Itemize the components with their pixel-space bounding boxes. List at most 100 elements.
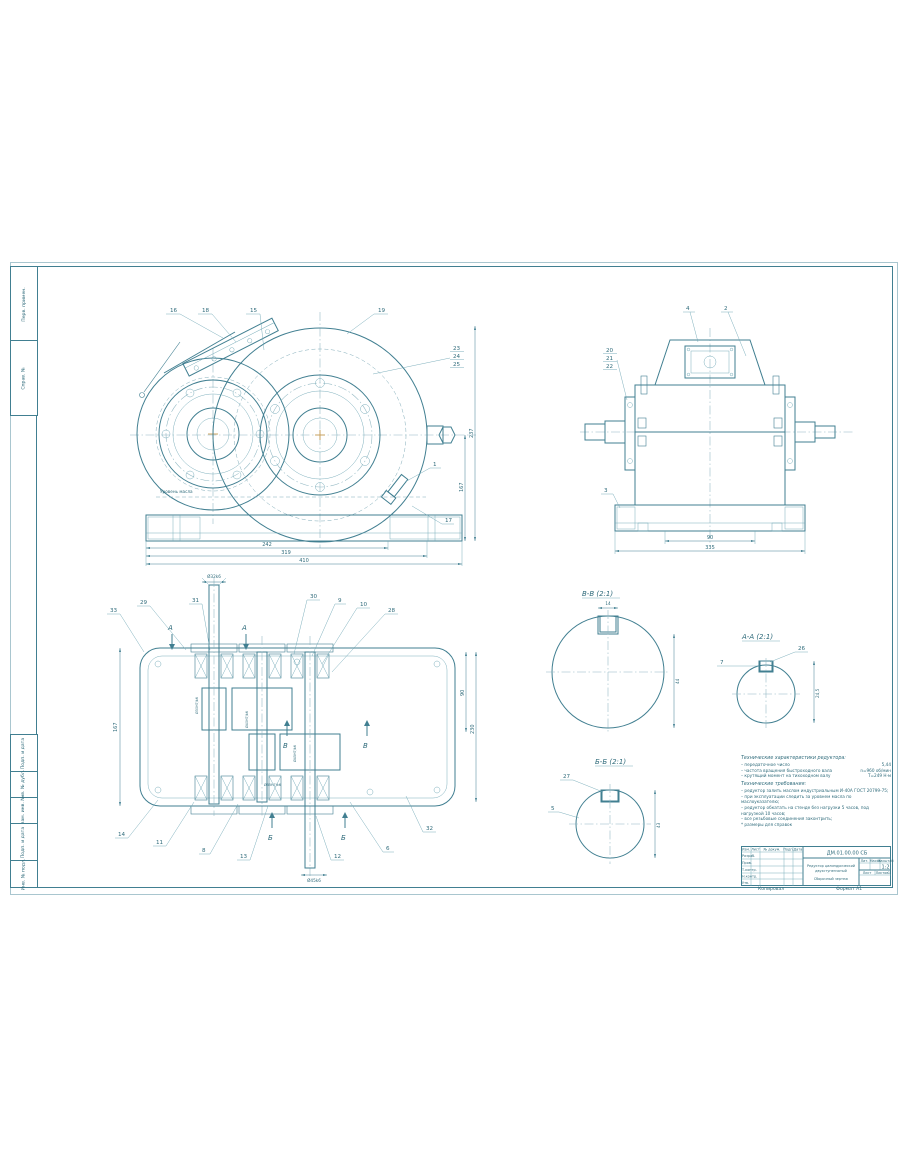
section-bb-title: Б-Б (2:1) [595, 758, 626, 766]
requirements-title: Технические требования: [741, 782, 807, 788]
plan-callouts: 33 29 31 30 9 10 28 14 11 8 13 12 6 [107, 594, 436, 861]
dim-shaft-bottom: Ø45k6 [307, 878, 321, 883]
callout-5: 5 [551, 806, 555, 812]
drain-plug [380, 473, 409, 506]
plan-view: А А Б Б В В Ø30H7/k6 Ø40H7/k6 Ø45H7/k6 Ø… [107, 574, 477, 883]
title-block: Изм. Лист № докум. Подп. Дата Разраб. Пр… [741, 846, 894, 886]
tb-designation: ДМ.01.00.00 СБ [827, 851, 868, 857]
dim-237: 237 [469, 428, 475, 438]
callout-2: 2 [724, 306, 728, 312]
fit-35: Ø35H7/k6 [264, 782, 281, 787]
callout-29: 29 [140, 600, 148, 606]
tb-col-podp: Подп. [783, 848, 793, 852]
section-aa: А-А (2:1) 7 26 24,5 [717, 633, 820, 728]
frame-col-vzam-inv: Взам. инв. № [10, 795, 38, 827]
callout-3: 3 [604, 488, 608, 494]
tb-row-prov: Пров. [742, 861, 752, 865]
tb-name-line1: Редуктор цилиндрический [807, 864, 855, 868]
tb-doc-type: Сборочный чертеж [814, 877, 848, 881]
requirement-line: – все резьбовые соединения законтрить; [741, 816, 833, 822]
fit-30: Ø30H7/k6 [194, 697, 199, 714]
requirement-note: * размеры для справок [741, 822, 793, 828]
dim-vv-depth: 44 [675, 678, 680, 684]
callout-8: 8 [202, 848, 206, 854]
tb-row-utv: Утв. [742, 881, 749, 885]
callout-25: 25 [453, 362, 461, 368]
callout-15: 15 [250, 308, 258, 314]
callout-16: 16 [170, 308, 178, 314]
callout-20: 20 [606, 348, 614, 354]
requirement-line: – при эксплуатации следить за уровнем ма… [741, 793, 852, 805]
paper-edge [10, 262, 898, 895]
dim-aa-depth: 24,5 [815, 688, 820, 698]
dim-vv-keywidth: 14 [605, 601, 611, 606]
section-vv: В-В (2:1) 14 44 [546, 590, 680, 734]
callout-1: 1 [433, 462, 437, 468]
breather-rod [139, 341, 181, 398]
dim-335: 335 [705, 545, 715, 551]
callout-10: 10 [360, 602, 368, 608]
callout-7: 7 [720, 660, 724, 666]
callout-12: 12 [334, 854, 341, 860]
base-side [614, 504, 806, 532]
callout-19: 19 [378, 308, 386, 314]
frame-col-inv-podl: Инв. № подл. [10, 858, 38, 890]
tb-row-tkontr: Т.контр. [741, 868, 757, 872]
callout-17: 17 [445, 518, 453, 524]
callout-32: 32 [426, 826, 433, 832]
requirement-line: – редуктор обкатать на стенде без нагруз… [741, 805, 869, 816]
tb-col-data: Дата [794, 848, 803, 852]
tb-row-razrab: Разраб. [742, 854, 755, 858]
dim-167: 167 [459, 482, 465, 492]
section-bb: Б-Б (2:1) 27 5 43 [548, 758, 661, 864]
copy-label: Копировал [758, 887, 785, 892]
callout-9: 9 [338, 598, 342, 604]
callout-4: 4 [686, 306, 690, 312]
dim-shaft-top: Ø32k6 [207, 574, 221, 579]
callout-31: 31 [192, 598, 200, 604]
section-letter-B1: Б [268, 834, 273, 842]
callout-18: 18 [202, 308, 210, 314]
tech-specs: Технические характеристики редуктора: – … [741, 756, 891, 828]
dim-plan-left: 167 [113, 722, 119, 732]
fit-40: Ø40H7/k6 [244, 711, 249, 728]
specs-title: Технические характеристики редуктора: [741, 756, 846, 761]
side-callouts: 4 2 20 21 22 3 [601, 306, 747, 509]
output-shaft-end [426, 425, 456, 445]
section-marks: А А Б Б В В [167, 624, 370, 842]
frame-col-perv-primen: Перв. примен. [10, 266, 38, 342]
front-dimensions: 242 319 410 167 237 [145, 326, 476, 566]
housing-body [136, 327, 428, 543]
tb-col-list: Лист [751, 848, 760, 852]
section-letter-B2: Б [341, 834, 346, 842]
tb-sheets-value: 1 [888, 871, 890, 875]
callout-28: 28 [388, 608, 396, 614]
front-view: Уровень масла 16 18 15 19 23 24 25 1 17 [130, 308, 476, 566]
dim-bb-depth: 43 [656, 822, 661, 828]
housing-plan [139, 647, 456, 807]
callout-24: 24 [453, 354, 461, 360]
section-letter-A2: А [241, 624, 247, 632]
section-vv-title: В-В (2:1) [582, 590, 613, 598]
callout-23: 23 [453, 346, 461, 352]
tb-col-izm: Изм. [742, 848, 750, 852]
gear-pairs [201, 687, 341, 771]
dim-319: 319 [281, 550, 291, 556]
tb-scale-label: Масштаб [877, 859, 893, 863]
tb-col-dokum: № докум. [764, 848, 781, 852]
front-callouts: 16 18 15 19 23 24 25 1 17 [166, 308, 464, 525]
fit-labels: Ø30H7/k6 Ø40H7/k6 Ø45H7/k6 Ø35H7/k6 [194, 697, 297, 787]
callout-21: 21 [606, 356, 614, 362]
fit-45: Ø45H7/k6 [292, 745, 297, 762]
dim-plan-right1: 90 [460, 690, 466, 696]
callout-6: 6 [386, 846, 390, 852]
flange-bolts [637, 375, 783, 447]
bearings [194, 653, 330, 801]
requirement-line: – редуктор залить маслом индустриальным … [741, 788, 889, 794]
tb-sheet-label: Лист [863, 871, 872, 875]
callout-26: 26 [798, 646, 806, 652]
hatch-cover [182, 317, 279, 377]
